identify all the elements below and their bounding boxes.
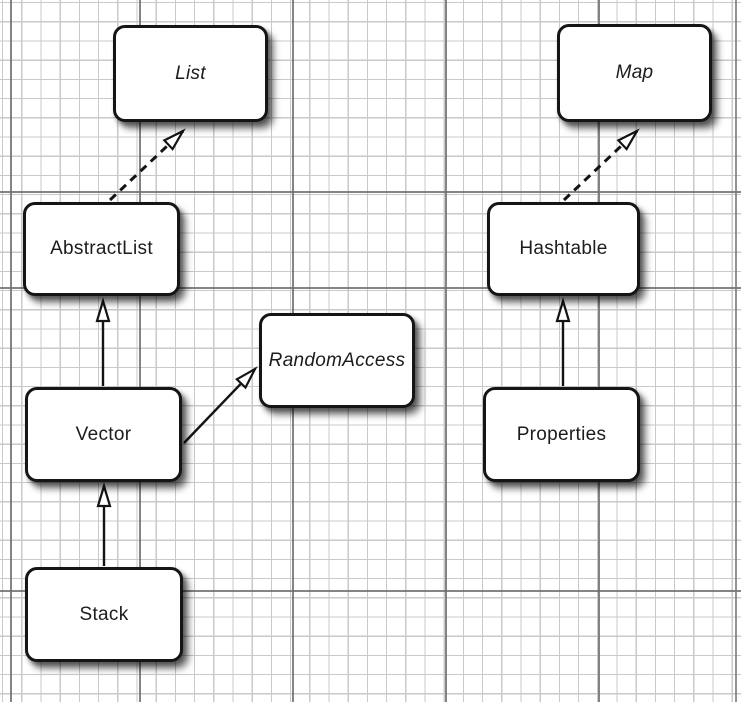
- node-abstractlist-label: AbstractList: [50, 238, 153, 259]
- edge-vector-to-randomaccess: [183, 366, 258, 444]
- node-list-label: List: [175, 62, 206, 84]
- node-vector-label: Vector: [75, 423, 132, 445]
- page-edge-line: [735, 0, 737, 702]
- node-properties-label: Properties: [516, 423, 607, 445]
- node-abstractlist: AbstractList: [23, 202, 180, 296]
- node-vector: Vector: [25, 387, 182, 482]
- node-properties: Properties: [483, 387, 640, 482]
- node-randomaccess-label: RandomAccess: [268, 349, 406, 371]
- node-list: List: [113, 25, 268, 122]
- edge-hashtable-to-map: [562, 128, 640, 202]
- node-stack-label: Stack: [79, 603, 129, 625]
- edge-abstractlist-to-list: [108, 128, 186, 202]
- node-map-label: Map: [615, 62, 654, 83]
- node-map: Map: [557, 24, 712, 122]
- node-randomaccess: RandomAccess: [259, 313, 415, 408]
- node-stack: Stack: [25, 567, 183, 662]
- node-hashtable-label: Hashtable: [519, 238, 608, 259]
- node-hashtable: Hashtable: [487, 202, 640, 296]
